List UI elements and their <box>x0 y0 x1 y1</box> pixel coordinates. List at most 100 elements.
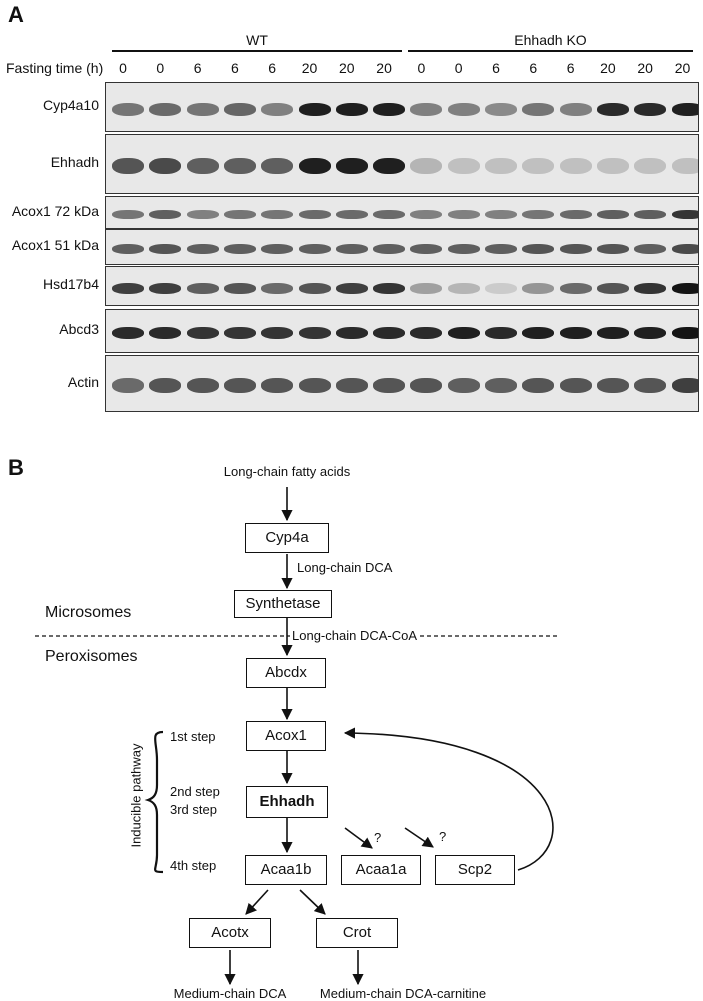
blot-band <box>410 158 443 174</box>
blot-band <box>522 103 555 116</box>
blot-label: Acox1 72 kDa <box>11 202 99 219</box>
inducible-pathway-label: Inducible pathway <box>128 743 144 848</box>
blot-band <box>149 210 182 219</box>
blot-band <box>335 103 368 116</box>
blot-band <box>261 283 294 294</box>
blot-band <box>261 210 294 219</box>
node-acaa1b: Acaa1b <box>245 855 327 885</box>
blot-band <box>410 103 443 116</box>
microsomes-label: Microsomes <box>45 604 132 621</box>
lane-label: 20 <box>674 60 691 76</box>
blot-band <box>223 283 256 294</box>
blot-band <box>373 158 406 174</box>
arrow-to-acaa1a <box>344 827 373 849</box>
blot-band <box>410 283 443 294</box>
node-crot: Crot <box>316 918 398 948</box>
blot-band <box>634 378 667 393</box>
lane-label: 0 <box>156 60 165 76</box>
lane-label: 0 <box>454 60 463 76</box>
blot-band <box>447 103 480 116</box>
product-mc-dca-carnitine: Medium-chain DCA-carnitine <box>319 986 487 1001</box>
blot-band <box>298 378 331 393</box>
blot-band <box>410 210 443 219</box>
blot-band <box>485 283 517 294</box>
blot-band <box>559 103 592 116</box>
lane-label: 6 <box>230 60 239 76</box>
blot-band <box>485 210 517 219</box>
blot-label: Abcd3 <box>59 321 99 337</box>
blot-band <box>112 378 144 393</box>
substrate-label: Long-chain fatty acids <box>223 464 351 479</box>
step-4-label: 4th step <box>170 858 217 873</box>
blot-band <box>223 327 256 339</box>
node-acox1: Acox1 <box>246 721 326 751</box>
blot-band <box>485 327 517 339</box>
lane-label: 6 <box>529 60 538 76</box>
lane-label: 0 <box>417 60 426 76</box>
group-bar-ko <box>408 50 693 52</box>
blot-band <box>447 210 480 219</box>
blot-image-hsd17b4 <box>105 266 699 306</box>
lane-label: 20 <box>376 60 392 76</box>
step-1-label: 1st step <box>170 729 216 744</box>
blot-image-actin <box>105 355 699 412</box>
acaa1a-question: ? <box>374 830 382 845</box>
blot-band <box>559 378 592 393</box>
blot-band <box>186 244 219 254</box>
blot-band <box>522 210 555 219</box>
blot-band <box>596 283 629 294</box>
blot-band <box>485 158 517 174</box>
blot-band <box>522 244 555 254</box>
blot-image-ehhadh <box>105 134 699 194</box>
step-2-label: 2nd step <box>170 784 220 799</box>
blot-band <box>335 210 368 219</box>
blot-band <box>261 378 294 393</box>
blot-band <box>559 283 592 294</box>
blot-band <box>485 378 517 393</box>
blot-band <box>373 283 406 294</box>
blot-band <box>596 378 629 393</box>
blot-band <box>261 244 294 254</box>
blot-band <box>335 378 368 393</box>
arrow-acaa1b-to-crot <box>299 889 326 915</box>
blot-band <box>634 103 667 116</box>
blot-band <box>223 244 256 254</box>
lane-label: 20 <box>301 60 318 76</box>
blot-band <box>223 158 256 174</box>
blot-band <box>447 244 480 254</box>
lane-label: 6 <box>566 60 575 76</box>
blot-band <box>447 158 480 174</box>
node-ehhadh: Ehhadh <box>246 786 328 818</box>
group-label-wt: WT <box>246 32 268 48</box>
blot-band <box>596 244 629 254</box>
product-mc-dca: Medium-chain DCA <box>173 986 287 1001</box>
blot-band <box>149 283 182 294</box>
node-cyp4a: Cyp4a <box>245 523 329 553</box>
blot-band <box>112 283 144 294</box>
blot-band <box>149 103 182 116</box>
blot-band <box>186 158 219 174</box>
blot-band <box>112 103 144 116</box>
blot-band <box>522 378 555 393</box>
blot-band <box>186 327 219 339</box>
blot-band <box>373 244 406 254</box>
blot-band <box>335 244 368 254</box>
blot-band <box>410 378 443 393</box>
blot-band <box>298 283 331 294</box>
blot-band <box>410 244 443 254</box>
blot-band <box>298 210 331 219</box>
arrow-acaa1b-to-acotx <box>245 889 269 915</box>
blot-band <box>261 327 294 339</box>
blot-band <box>634 244 667 254</box>
lc-dca-label: Long-chain DCA <box>297 560 393 575</box>
blot-band <box>559 158 592 174</box>
blot-band <box>634 210 667 219</box>
lane-label: 0 <box>119 60 127 76</box>
blot-label: Cyp4a10 <box>42 97 99 113</box>
blot-band <box>223 378 256 393</box>
blot-band <box>671 378 698 393</box>
node-acotx: Acotx <box>189 918 271 948</box>
group-bar-wt <box>112 50 402 52</box>
blot-band <box>261 158 294 174</box>
blot-band <box>447 378 480 393</box>
